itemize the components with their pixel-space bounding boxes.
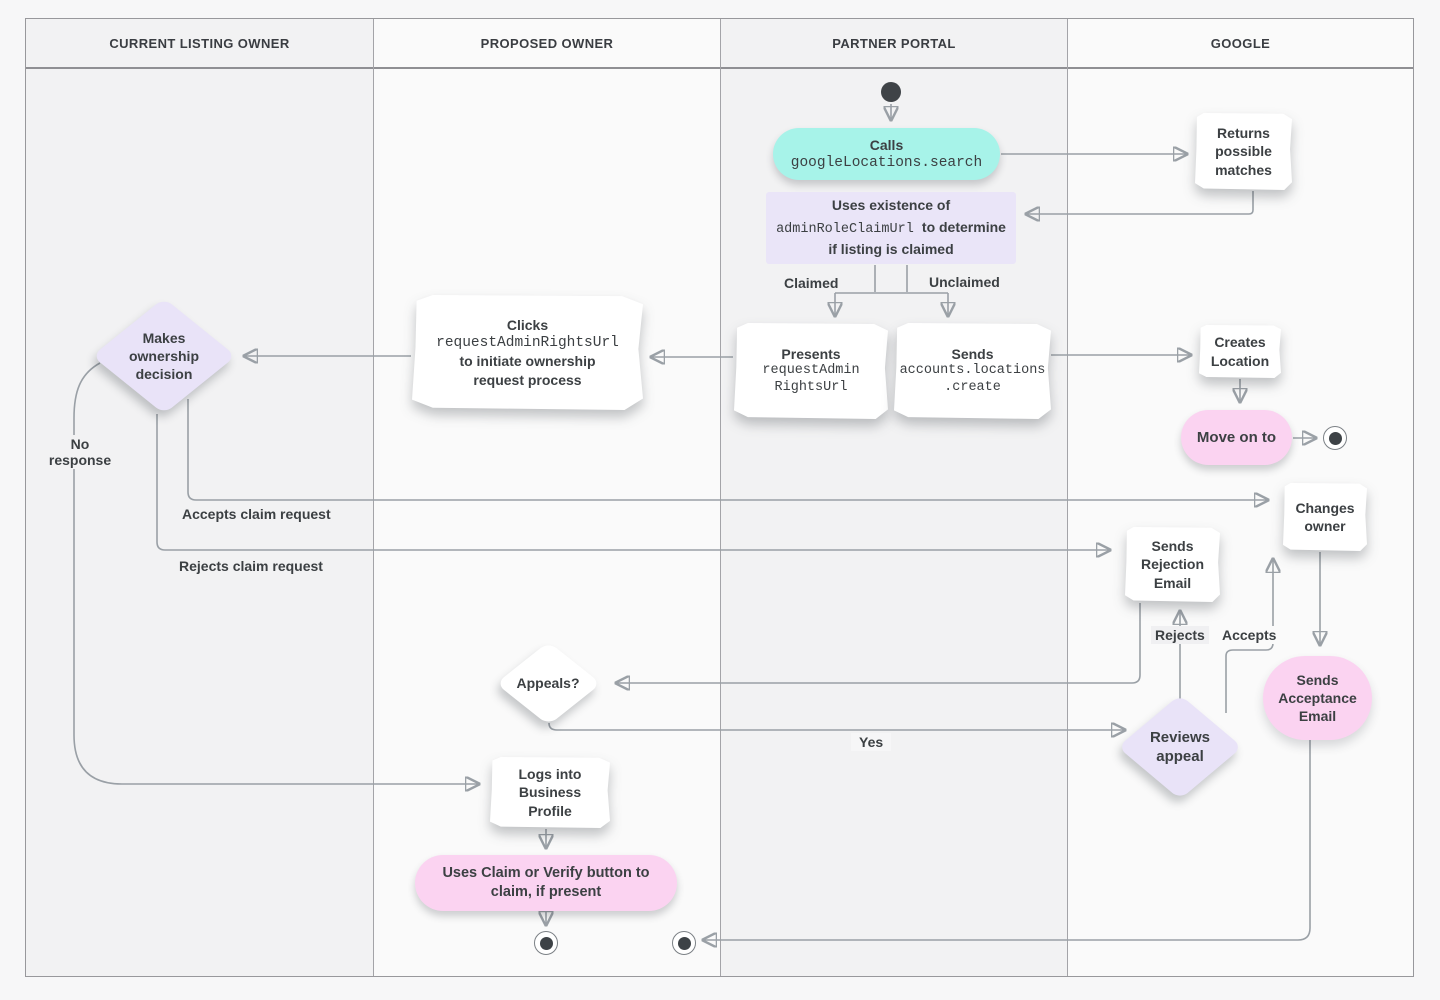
edge-label-yes: Yes [851, 733, 892, 751]
start-node [881, 82, 901, 102]
lane-header: CURRENT LISTING OWNER [26, 19, 373, 69]
node-text: Uses Claim or Verify button to claim, if… [442, 865, 650, 900]
edge-label-unclaimed: Unclaimed [925, 273, 1004, 291]
node-code-line: accounts.locations [899, 363, 1046, 379]
node-uses-claim-or-verify: Uses Claim or Verify button to claim, if… [415, 855, 677, 911]
node-code-line: .create [944, 380, 1001, 396]
node-code: googleLocations.search [790, 155, 983, 172]
node-text: Appeals? [516, 674, 580, 691]
edge-label-claimed: Claimed [780, 274, 843, 292]
node-text: Move on to [1196, 428, 1277, 446]
edge-label-rejects: Rejects [1151, 626, 1209, 644]
node-title: Presents [781, 346, 841, 363]
node-text-post: to initiate ownership request process [459, 353, 596, 388]
node-sends-acceptance-email: Sends Acceptance Email [1263, 656, 1372, 740]
node-returns-possible-matches: Returns possible matches [1195, 113, 1292, 190]
node-code-line: requestAdmin [762, 363, 860, 379]
end-node-acceptance [672, 931, 696, 955]
node-code-line: RightsUrl [774, 380, 848, 396]
node-presents-requestadminrightsurl: Presents requestAdmin RightsUrl [734, 323, 888, 419]
node-sends-rejection-email: Sends Rejection Email [1125, 527, 1220, 602]
decision-reviews-appeal: Reviews appeal [1118, 695, 1242, 799]
node-logs-into-business-profile: Logs into Business Profile [490, 757, 610, 828]
node-move-on-to: Move on to [1181, 410, 1292, 465]
node-creates-location: Creates Location [1199, 325, 1281, 378]
node-code: adminRoleClaimUrl [776, 222, 922, 238]
decision-appeals: Appeals? [495, 641, 601, 725]
node-title: Clicks [506, 317, 549, 334]
node-changes-owner: Changes owner [1283, 483, 1367, 551]
node-text: Reviews appeal [1149, 728, 1211, 766]
end-node-move-on [1323, 426, 1347, 450]
lane-header: PROPOSED OWNER [374, 19, 720, 69]
node-title: Sends [951, 346, 994, 363]
node-text: Sends Rejection Email [1140, 538, 1204, 591]
node-text-pre: Uses existence of [831, 197, 951, 214]
node-sends-accounts-locations-create: Sends accounts.locations .create [894, 323, 1051, 419]
end-node-claim [534, 931, 558, 955]
lane-current-listing-owner: CURRENT LISTING OWNER [26, 19, 374, 976]
node-text: Returns possible matches [1215, 125, 1272, 178]
edge-label-rejects-claim-request: Rejects claim request [175, 557, 327, 575]
node-title: Calls [869, 136, 904, 153]
lane-header: GOOGLE [1068, 19, 1413, 69]
node-text: Creates Location [1210, 334, 1270, 369]
lane-proposed-owner: PROPOSED OWNER [374, 19, 721, 976]
node-code: requestAdminRightsUrl [436, 335, 619, 352]
edge-label-accepts: Accepts [1218, 626, 1281, 644]
node-calls-googlelocations-search: Calls googleLocations.search [773, 128, 1000, 180]
node-text: Makes ownership decision [128, 329, 199, 383]
node-text: Changes owner [1295, 499, 1355, 534]
node-uses-existence-adminroleclaimurl: Uses existence of adminRoleClaimUrl to d… [766, 192, 1016, 264]
node-text: Sends Acceptance Email [1278, 671, 1357, 725]
decision-makes-ownership: Makes ownership decision [92, 298, 236, 414]
edge-label-accepts-claim-request: Accepts claim request [178, 505, 335, 523]
node-text-post: to determine if listing is claimed [828, 219, 1006, 257]
edge-label-no-response: No response [38, 435, 122, 469]
lane-header: PARTNER PORTAL [721, 19, 1067, 69]
node-clicks-requestadminrightsurl: Clicks requestAdminRightsUrl to initiate… [412, 295, 643, 410]
node-text: Logs into Business Profile [518, 766, 582, 819]
